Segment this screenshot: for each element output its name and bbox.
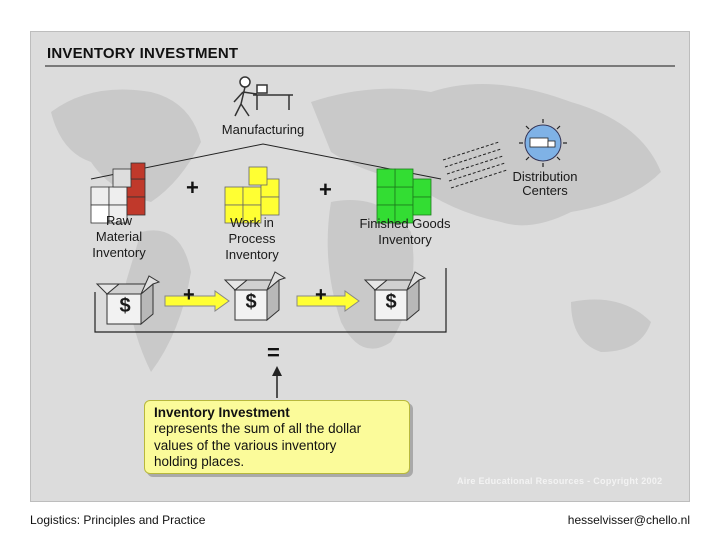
raw-material-label: Raw Material Inventory: [92, 213, 146, 260]
diagram-graphics: [90, 76, 567, 398]
dollar-box-wip-icon: [223, 271, 287, 322]
finished-goods-cubes-icon: [376, 168, 432, 224]
callout-body: represents the sum of all the dollar val…: [154, 421, 362, 469]
manufacturing-worker-icon: [233, 76, 293, 117]
finished-goods-label: Finished Goods Inventory: [359, 216, 451, 247]
dollar-box-finished-icon: [363, 271, 427, 322]
dollar-box-raw-icon: [95, 275, 161, 326]
slide-title: INVENTORY INVESTMENT: [47, 45, 239, 62]
title-divider: [45, 65, 675, 67]
arrow-wip-to-finished-icon: [296, 290, 360, 312]
callout-title: Inventory Investment: [154, 405, 290, 420]
distribution-centers-label: Distribution Centers: [512, 169, 578, 198]
copyright-notice: Aire Educational Resources - Copyright 2…: [457, 476, 663, 486]
raw-material-cubes-icon: [90, 162, 146, 224]
manufacturing-bracket: [90, 143, 442, 180]
manufacturing-label: Manufacturing: [221, 122, 305, 137]
slide: INVENTORY INVESTMENT: [30, 31, 690, 502]
dollar-sign-raw: $: [119, 295, 131, 317]
plus-sign-top-2: +: [319, 177, 332, 202]
work-in-process-cubes-icon: [224, 166, 280, 224]
work-in-process-label: Work in Process Inventory: [225, 215, 279, 262]
equals-sign: =: [267, 340, 280, 365]
plus-sign-top-1: +: [186, 175, 199, 200]
dollar-sign-finished: $: [385, 291, 397, 313]
plus-sign-bottom-1: +: [183, 284, 195, 306]
footer-course-title: Logistics: Principles and Practice: [30, 513, 206, 527]
dollar-sign-wip: $: [245, 291, 257, 313]
inventory-investment-callout: Inventory Investment represents the sum …: [144, 400, 410, 474]
plus-sign-bottom-2: +: [315, 284, 327, 306]
arrow-raw-to-wip-icon: [164, 290, 230, 312]
footer-email: hesselvisser@chello.nl: [567, 513, 690, 527]
distribution-center-truck-icon: [519, 119, 567, 167]
inventory-bracket: [94, 268, 447, 333]
